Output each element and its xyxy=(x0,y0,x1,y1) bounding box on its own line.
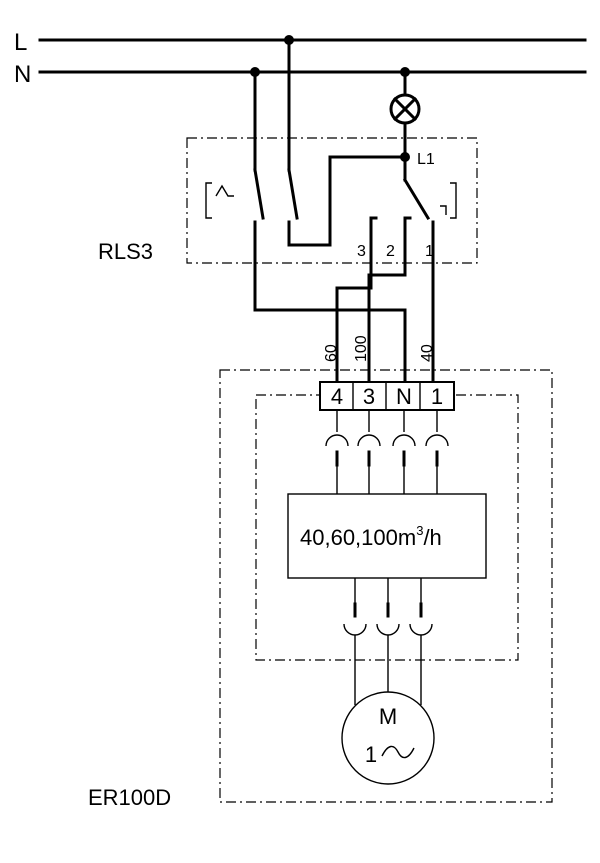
rls3-pin-2: 2 xyxy=(386,243,395,260)
l-wire-return xyxy=(287,155,407,247)
changeover-blade xyxy=(402,177,431,221)
motor-icon xyxy=(341,691,435,785)
wire-60 xyxy=(335,226,373,384)
switch-delay-icon-left xyxy=(205,182,234,219)
er100d-inner-enclosure xyxy=(255,394,519,661)
ac-wave-icon xyxy=(381,745,415,759)
switch-delay-icon-right xyxy=(440,182,457,219)
rls3-enclosure xyxy=(186,137,478,264)
er100d-enclosure xyxy=(219,369,553,803)
plug-connector-icon-upper xyxy=(325,410,449,494)
rls3-label: RLS3 xyxy=(98,239,153,264)
rls3-l1-label: L1 xyxy=(417,151,435,168)
terminal-1: 1 xyxy=(431,384,443,409)
wire-100 xyxy=(367,226,407,384)
wire-label-60: 60 xyxy=(323,344,340,362)
plug-connector-icon-lower xyxy=(343,578,433,705)
contact-2-stub xyxy=(403,216,412,230)
l-contact-blade xyxy=(287,168,299,220)
n-contact-blade xyxy=(253,168,265,220)
speed-controller-box xyxy=(287,493,487,579)
contact-3-stub xyxy=(369,216,378,230)
terminal-block xyxy=(319,381,455,411)
wire-label-40: 40 xyxy=(419,344,436,362)
line-l-label: L xyxy=(14,29,27,56)
rls3-pin-1: 1 xyxy=(425,243,434,260)
rls3-pin-3: 3 xyxy=(357,243,366,260)
er100d-label: ER100D xyxy=(88,785,171,810)
terminal-3: 3 xyxy=(363,384,375,409)
wire-label-100: 100 xyxy=(353,335,370,362)
speed-controller-label: 40,60,100m3/h xyxy=(300,523,442,550)
motor-phase-label: 1 xyxy=(365,742,377,767)
terminal-n: N xyxy=(396,384,412,409)
line-n-label: N xyxy=(14,61,31,88)
lamp-icon xyxy=(389,93,421,125)
motor-label: M xyxy=(379,704,397,729)
terminal-4: 4 xyxy=(331,384,343,409)
